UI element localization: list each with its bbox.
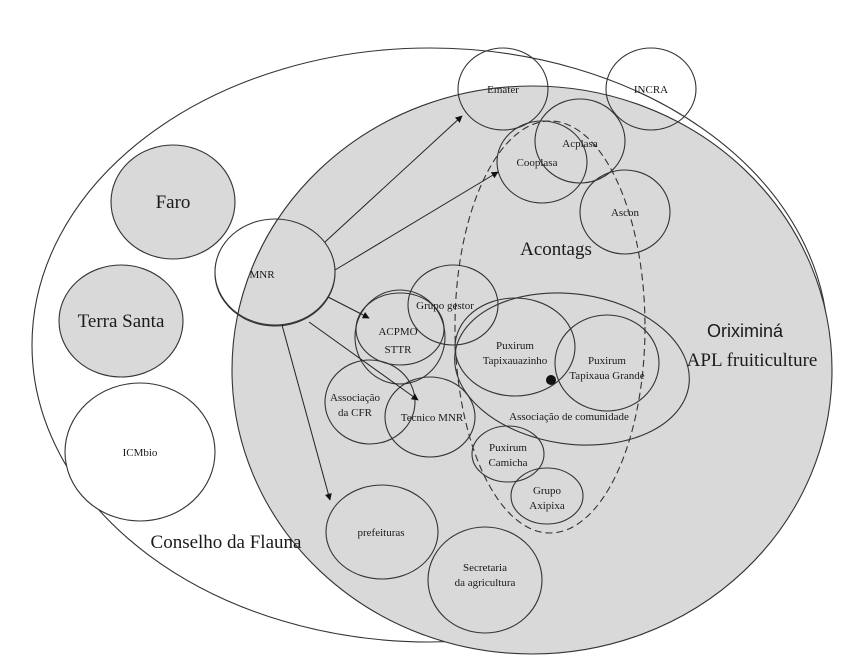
puxirum-tapixauazinho-node	[454, 297, 576, 397]
puxirum-tapixaua-grande-label-2: Tapixaua Grande	[569, 370, 644, 382]
grupo-gestor-node	[407, 264, 499, 346]
edge-mnr-prefeituras	[281, 324, 332, 501]
secretaria-label-2: da agricultura	[455, 577, 516, 589]
acontags-label: Acontags	[520, 239, 592, 260]
ascon-label: Ascon	[611, 207, 640, 219]
puxirum-camicha-label-2: Camicha	[488, 457, 527, 469]
puxirum-camicha-label-1: Puxirum	[489, 442, 527, 454]
terra-santa-label: Terra Santa	[78, 311, 165, 332]
acpmo-label-1: ACPMO	[378, 326, 417, 338]
associacao-cfr-label-2: da CFR	[338, 407, 373, 419]
edge-mnr-acpmo	[327, 296, 370, 319]
tecnico-mnr-node	[384, 376, 476, 458]
associacao-cfr-label-1: Associação	[330, 392, 381, 404]
faro-label: Faro	[156, 192, 191, 213]
grupo-axipixa-node	[510, 467, 584, 525]
edge-mnr-cooplasa	[334, 171, 499, 271]
puxirum-tapixaua-grande-node	[554, 314, 660, 412]
secretaria-node	[427, 526, 543, 634]
mnr-label: MNR	[249, 269, 275, 281]
grupo-gestor-label: Grupo gestor	[416, 300, 474, 312]
faro-node	[110, 144, 236, 260]
emater-node	[457, 47, 549, 131]
oriximina-region	[231, 85, 833, 655]
associacao-comunidade-label: Associação de comunidade	[509, 411, 629, 423]
icmbio-node	[64, 382, 216, 522]
cooplasa-label: Cooplasa	[517, 157, 558, 169]
acplasa-node	[534, 98, 626, 184]
terra-santa-node	[58, 264, 184, 378]
acplasa-label: Acplasa	[562, 138, 598, 150]
puxirum-tapixauazinho-label-1: Puxirum	[496, 340, 534, 352]
puxirum-tapixauazinho-label-2: Tapixauazinho	[483, 355, 548, 367]
apl-label: APL fruiticulture	[687, 350, 818, 371]
ascon-node	[579, 169, 671, 255]
tecnico-mnr-label: Tecnico MNR	[401, 412, 464, 424]
grupo-axipixa-label-1: Grupo	[533, 485, 562, 497]
associacao-cfr-node	[324, 359, 416, 445]
oriximina-label: Oriximiná	[707, 321, 784, 341]
incra-node	[605, 47, 697, 131]
acontags-region	[454, 120, 646, 534]
acpmo-label-2: STTR	[385, 344, 413, 356]
junction-dot	[546, 375, 556, 385]
puxirum-camicha-node	[471, 425, 545, 483]
acpmo-outer-ring	[354, 289, 446, 385]
icmbio-label: ICMbio	[123, 447, 158, 459]
conselho-label: Conselho da Flauna	[151, 532, 302, 553]
grupo-axipixa-label-2: Axipixa	[529, 500, 565, 512]
incra-label: INCRA	[634, 84, 668, 96]
emater-label: Emater	[487, 84, 519, 96]
edge-mnr-emater	[324, 115, 463, 243]
edge-mnr-tecnico	[308, 321, 419, 401]
cooplasa-node	[496, 120, 588, 204]
secretaria-label-1: Secretaria	[463, 562, 507, 574]
prefeituras-node	[325, 484, 439, 580]
puxirum-tapixaua-grande-label-1: Puxirum	[588, 355, 626, 367]
acpmo-node	[355, 292, 445, 366]
prefeituras-label: prefeituras	[357, 527, 404, 539]
